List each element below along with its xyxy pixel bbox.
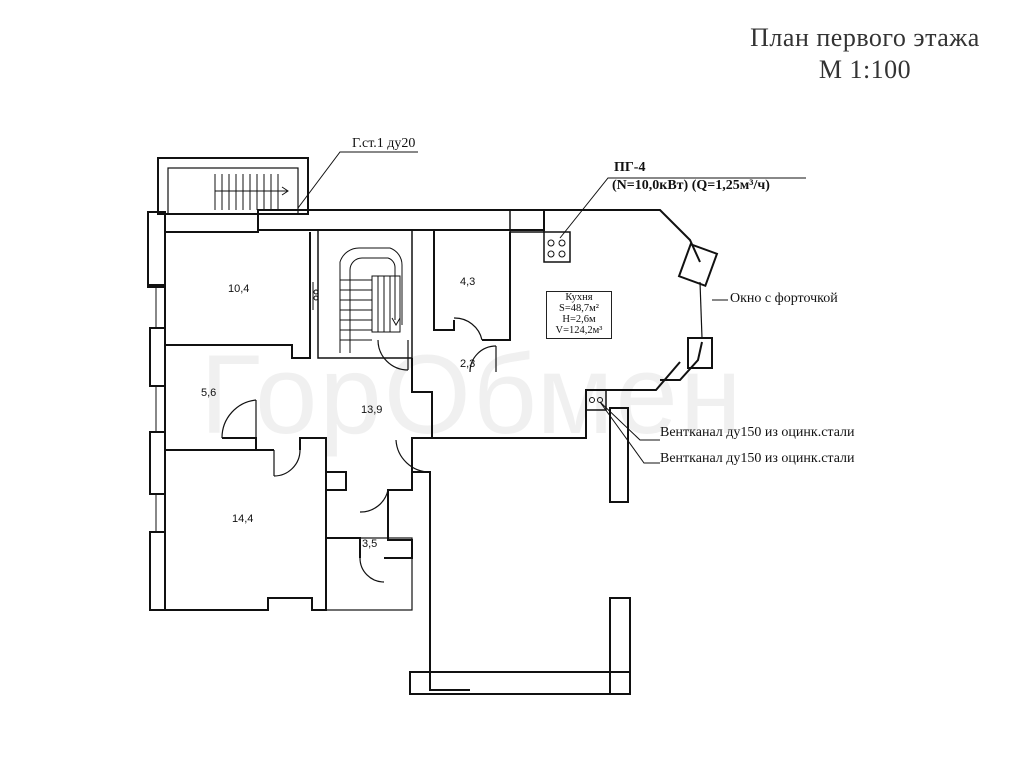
door-swing-3-5-top xyxy=(359,489,389,513)
pier-1 xyxy=(147,211,166,288)
kitchen-area: S=48,7м² xyxy=(559,303,599,314)
room-area-label: 2,3 xyxy=(460,358,476,370)
door-swing-2-3 xyxy=(469,345,497,373)
kitchen-right-pier xyxy=(609,597,631,695)
kitchen-right-upper xyxy=(609,407,629,503)
plan-title: План первого этажа М 1:100 xyxy=(720,22,1010,86)
kitchen-info-box: Кухня S=48,7м² Н=2,6м V=124,2м³ xyxy=(546,291,612,339)
gas-riser-mark xyxy=(312,282,319,310)
door-swing-corridor xyxy=(395,439,431,473)
stair-well xyxy=(317,229,413,359)
vent-duct xyxy=(585,389,607,411)
door-swing-14-4 xyxy=(273,449,301,477)
scale-line: М 1:100 xyxy=(818,55,912,84)
kitchen-height: Н=2,6м xyxy=(562,314,596,325)
bay-wall-lower xyxy=(660,341,703,381)
room-3-5-lower xyxy=(325,537,413,611)
boiler xyxy=(543,231,571,263)
bay-pier-top xyxy=(677,242,719,288)
room-3-5-walls xyxy=(325,471,361,558)
room-area-label: 4,3 xyxy=(460,276,476,288)
leader-vent-1 xyxy=(599,401,660,441)
corridor-walls xyxy=(411,358,470,691)
porch xyxy=(157,157,309,215)
bay-pier-bottom xyxy=(687,337,713,369)
door-swing-3-5-bottom xyxy=(359,557,385,583)
room-area-label: 10,4 xyxy=(228,283,250,295)
leader-vent-2 xyxy=(599,401,660,464)
wall-top-right xyxy=(509,210,545,233)
window-note-label: Окно с форточкой xyxy=(730,291,838,306)
vent-label-1: Вентканал ду150 из оцинк.стали xyxy=(660,425,855,440)
room-area-label: 13,9 xyxy=(361,404,383,416)
kitchen-inner-wall xyxy=(432,361,681,439)
room-area-label: 14,4 xyxy=(232,513,254,525)
leader-gas-riser xyxy=(297,151,418,209)
leader-boiler xyxy=(559,177,806,239)
pier-2 xyxy=(149,327,166,387)
kitchen-volume: V=124,2м³ xyxy=(555,325,603,336)
room-4-3-walls xyxy=(433,230,455,331)
title-line: План первого этажа xyxy=(750,23,980,52)
pier-4 xyxy=(149,531,166,611)
room-14-4-walls xyxy=(164,437,327,611)
wall-left-top xyxy=(147,212,308,286)
kitchen-name: Кухня xyxy=(565,292,593,303)
interior-stair xyxy=(339,247,403,353)
vent-label-2: Вентканал ду150 из оцинк.стали xyxy=(660,451,855,466)
door-swing-5-6 xyxy=(221,399,257,439)
room-area-label: 3,5 xyxy=(362,538,378,550)
gas-riser-label: Г.ст.1 ду20 xyxy=(352,136,416,151)
room-10-4-walls xyxy=(164,232,311,359)
porch-stair-treads xyxy=(214,174,289,210)
door-swing-stair xyxy=(377,339,409,371)
door-swing-4-3 xyxy=(453,317,483,341)
boiler-name-label: ПГ-4 xyxy=(614,160,646,175)
pier-3 xyxy=(149,431,166,495)
bay-wall-upper xyxy=(544,209,701,263)
room-area-label: 5,6 xyxy=(201,387,217,399)
boiler-specs-label: (N=10,0кВт) (Q=1,25м³/ч) xyxy=(612,178,770,193)
